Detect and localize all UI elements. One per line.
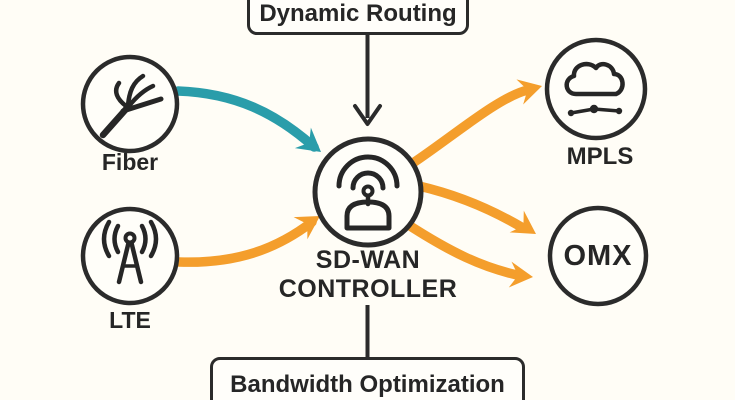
bandwidth-optimization-label: Bandwidth Optimization xyxy=(230,371,505,398)
edge-fiber-to-controller xyxy=(173,86,321,152)
controller-label-line1: SD-WAN xyxy=(315,246,421,274)
arrowhead xyxy=(294,127,321,152)
bandwidth-optimization-box: Bandwidth Optimization xyxy=(210,357,525,400)
edge-controller-to-omx-upper xyxy=(414,181,536,234)
controller-label-line2: CONTROLLER xyxy=(278,275,458,303)
arrowhead xyxy=(293,216,320,240)
arrowhead xyxy=(508,261,533,288)
mpls-node-label: MPLS xyxy=(566,143,634,170)
controller-node-circle xyxy=(312,136,424,248)
dynamic-routing-label: Dynamic Routing xyxy=(259,0,457,27)
fiber-cable-icon xyxy=(99,73,164,139)
arrowhead xyxy=(516,79,542,105)
omx-node-circle xyxy=(547,205,649,307)
controller-node-label: SD-WAN CONTROLLER xyxy=(258,246,478,304)
arrowhead xyxy=(509,210,536,234)
wireless-router-icon xyxy=(336,154,400,231)
cloud-network-icon xyxy=(564,61,625,117)
fiber-node-label: Fiber xyxy=(101,149,159,175)
dynamic-routing-box: Dynamic Routing xyxy=(247,0,469,35)
edge-controller-to-mpls xyxy=(408,79,542,168)
edge-controller-to-omx-lower xyxy=(402,219,533,288)
lte-node-circle xyxy=(80,206,180,306)
edge-dynamicrouting-to-controller xyxy=(353,34,382,126)
omx-node-label: OMX xyxy=(563,240,633,272)
antenna-icon xyxy=(101,219,159,285)
lte-node-label: LTE xyxy=(109,307,151,333)
arrowhead xyxy=(353,104,382,126)
mpls-node-circle xyxy=(544,37,648,141)
edge-lte-to-controller xyxy=(174,216,320,267)
